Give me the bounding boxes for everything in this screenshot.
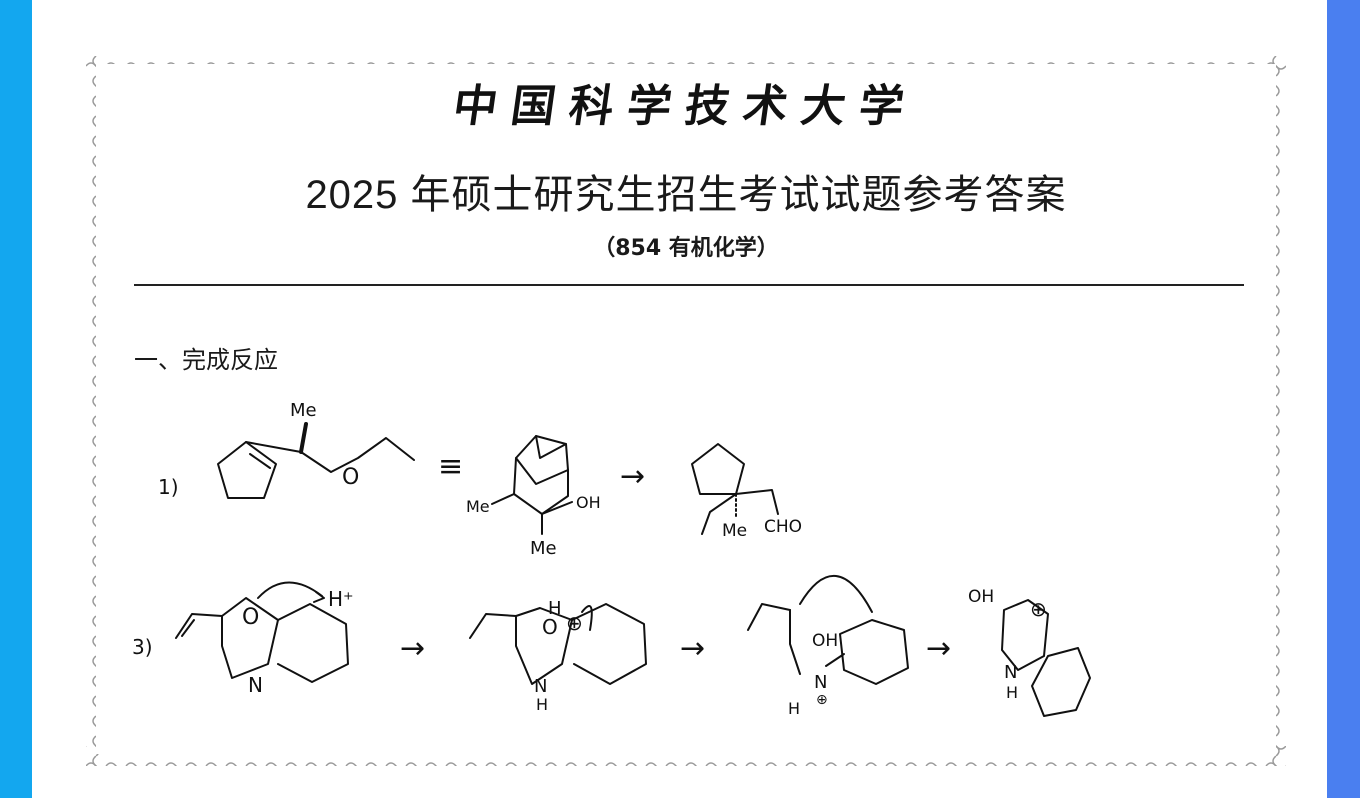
curved-arrow-3 [799,575,873,613]
product-cho: CHO [764,517,802,537]
bicyclic-ring [515,435,569,485]
piperidine-ring-4 [1001,599,1049,671]
iminium-charge: ⊕ [816,692,828,708]
curved-arrow-2 [581,605,593,631]
cyclohexane-ring-2 [571,603,647,685]
product-charge: ⊕ [1030,597,1047,621]
me-bond-left [491,493,515,505]
product-cyclopentane [691,443,745,495]
reaction-drawings: 1) Me O ≡ Me OH Me → [132,400,1091,718]
cyclohexane-ring-4 [1031,647,1091,717]
iminium-nitrogen: N [814,672,827,693]
left-accent-bar [0,0,32,798]
reaction-3-arrow-2: → [680,631,705,666]
curved-arrow-head-1 [313,591,325,603]
page-title: 2025 年硕士研究生招生考试试题参考答案 [305,173,1067,217]
page-subtitle: （854 有机化学） [593,236,779,261]
vinyl-group-3 [747,603,791,631]
chain-3 [789,609,801,675]
cyclopentene-ring [217,441,277,499]
oh-bond [541,501,573,515]
answer-sheet: 中国科学技术大学 2025 年硕士研究生招生考试试题参考答案 （854 有机化学… [96,64,1276,754]
reaction-1-arrow: → [620,459,645,494]
product-me: Me [722,521,747,541]
morpholine-ring-2 [515,607,573,685]
section-heading: 一、完成反应 [134,346,278,374]
ring-nitrogen-1: N [248,673,263,697]
bicyclic-me-left: Me [466,497,490,516]
product-ethyl [701,493,737,535]
cyclohexane-ring-3 [839,619,909,685]
oxonium-h: H [548,598,562,619]
cyclohexane-ring-1 [277,603,349,683]
reaction-1-number: 1) [158,475,179,499]
equivalence-sign: ≡ [438,449,463,484]
reaction-3-arrow-1: → [400,631,425,666]
reaction-3-number: 3) [132,635,153,659]
oxonium-charge: ⊕ [566,611,583,635]
vinyl-group-2 [469,613,517,639]
amine-h-2: H [536,695,548,714]
product-hydroxyl: OH [968,587,994,607]
reaction-1-oxygen: O [342,465,359,490]
reaction-1: 1) Me O ≡ Me OH Me → [158,400,802,559]
hydroxyl-3: OH [812,631,838,651]
ring-oxygen-2: O [542,615,558,639]
reaction-3: 3) O N H⁺ → H O ⊕ N H → [132,575,1091,718]
curved-arrow-protonation [257,581,323,599]
proton-label: H⁺ [328,587,354,611]
reaction-1-me-top: Me [290,400,317,421]
header-divider [134,284,1244,286]
iminium-double-bond [825,653,845,667]
wedge-bond [299,422,308,454]
bicyclic-oh: OH [576,493,601,512]
bicyclic-me-bottom: Me [530,538,557,559]
vinyl-double-1 [181,619,195,637]
bridge-bond [535,435,567,459]
product-ch2-cho [735,489,779,515]
product-nh: H [1006,683,1018,702]
ether-chain [245,437,415,473]
vinyl-group-1 [175,613,223,639]
ring-oxygen-1: O [242,605,259,630]
right-accent-bar [1327,0,1360,798]
morpholine-ring-1 [221,597,279,679]
iminium-h: H [788,699,800,718]
reaction-3-arrow-3: → [926,631,951,666]
ring-nitrogen-2: N [534,676,547,697]
alkene-double-bond [249,453,271,469]
product-nitrogen: N [1004,662,1017,683]
